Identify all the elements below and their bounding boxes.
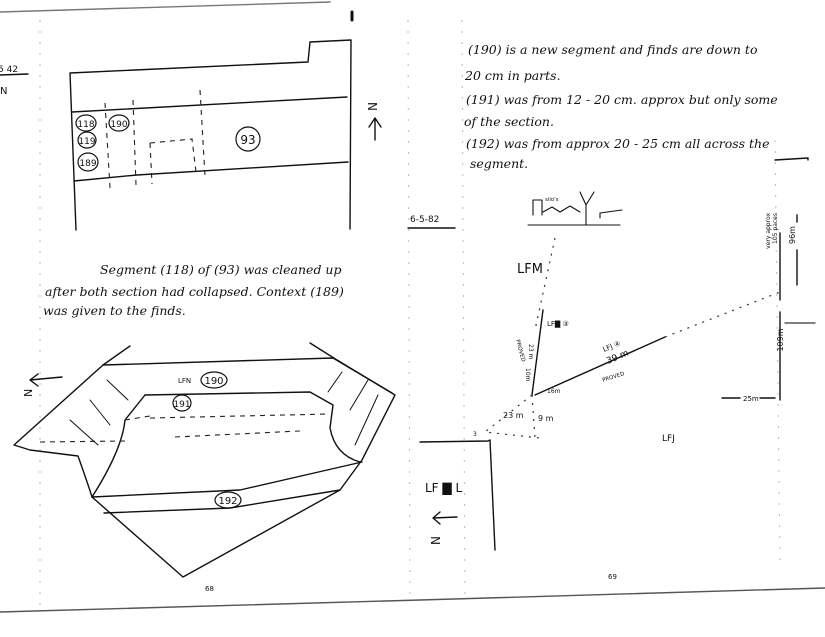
label: silo's bbox=[545, 197, 559, 203]
note-line: (191) was from 12 - 20 cm. approx but on… bbox=[466, 92, 778, 107]
section-sketch: N LFN 190 191 192 68 bbox=[13, 342, 396, 593]
label: 93 bbox=[240, 133, 255, 147]
page-number: 69 bbox=[608, 573, 617, 581]
context-189: 189 bbox=[77, 152, 99, 172]
note-line: was given to the finds. bbox=[43, 303, 186, 318]
lfl-label: LF ▇ L bbox=[425, 481, 462, 495]
label: 190 bbox=[110, 120, 127, 130]
context-191: 191 bbox=[172, 394, 192, 412]
note-line: Segment (118) of (93) was cleaned up bbox=[100, 262, 341, 277]
margin-north: N bbox=[0, 86, 7, 97]
note-line: 20 cm in parts. bbox=[464, 68, 561, 83]
label: 190 bbox=[204, 376, 223, 387]
right-note: (190) is a new segment and finds are dow… bbox=[464, 42, 778, 171]
north-arrow-icon: N bbox=[22, 373, 63, 397]
label: 189 bbox=[79, 159, 96, 169]
note-line: (192) was from approx 20 - 25 cm all acr… bbox=[466, 136, 770, 151]
note-line: (190) is a new segment and finds are dow… bbox=[468, 42, 757, 57]
measure-10: 10m bbox=[524, 368, 531, 382]
survey-map: 6-5-82 silo's LFM LF▇ ③ LFJ ④ 39 m PROVE… bbox=[407, 191, 798, 581]
label: 192 bbox=[218, 496, 237, 507]
label: 191 bbox=[173, 400, 190, 410]
lfm-label: LFM bbox=[517, 262, 543, 277]
page-number: 68 bbox=[205, 585, 214, 593]
margin-fragment: 5 42 bbox=[0, 65, 18, 75]
north-arrow-icon: N bbox=[365, 102, 382, 141]
north-arrow-icon: N bbox=[429, 511, 458, 545]
context-118: 118 bbox=[75, 114, 97, 132]
lfn-label: LFN bbox=[178, 377, 191, 385]
note-line: of the section. bbox=[464, 114, 554, 129]
measure-16: 16m bbox=[547, 388, 561, 395]
label: 118 bbox=[77, 120, 94, 130]
note-line: segment. bbox=[470, 156, 528, 171]
marker-3: 3 bbox=[473, 431, 477, 438]
measure-25: 25m bbox=[743, 395, 759, 403]
left-margin: 5 42 N bbox=[0, 65, 29, 97]
context-192: 192 bbox=[214, 491, 242, 509]
paces-label: 105 paces bbox=[772, 213, 779, 244]
left-note: Segment (118) of (93) was cleaned up aft… bbox=[43, 262, 344, 318]
site-plan: 118 190 119 189 93 N bbox=[69, 39, 382, 231]
proved-label: PROVED bbox=[514, 339, 526, 363]
lf3-label: LF▇ ③ bbox=[547, 320, 569, 328]
context-93: 93 bbox=[235, 126, 261, 152]
lfj-label: LFJ bbox=[662, 434, 675, 444]
label: N bbox=[365, 102, 379, 111]
context-119: 119 bbox=[77, 131, 97, 149]
label: N bbox=[429, 536, 443, 545]
note-line: after both section had collapsed. Contex… bbox=[45, 284, 344, 299]
context-190: 190 bbox=[108, 114, 130, 132]
paces-label: very approx bbox=[765, 213, 772, 249]
proved-label: PROVED bbox=[602, 371, 626, 384]
date: 6-5-82 bbox=[410, 215, 439, 225]
scan-edges bbox=[0, 1, 825, 613]
measure-23-lower: 23 m bbox=[503, 411, 524, 420]
context-190: 190 bbox=[200, 371, 228, 389]
label: N bbox=[22, 389, 35, 397]
measure-109: 109m bbox=[776, 328, 785, 351]
measure-23-upper: 23 m bbox=[527, 344, 534, 360]
label: 119 bbox=[78, 137, 95, 147]
measure-96: 96m bbox=[788, 226, 797, 244]
silos-icon: silo's bbox=[527, 191, 623, 226]
measure-9: 9 m bbox=[538, 414, 554, 423]
